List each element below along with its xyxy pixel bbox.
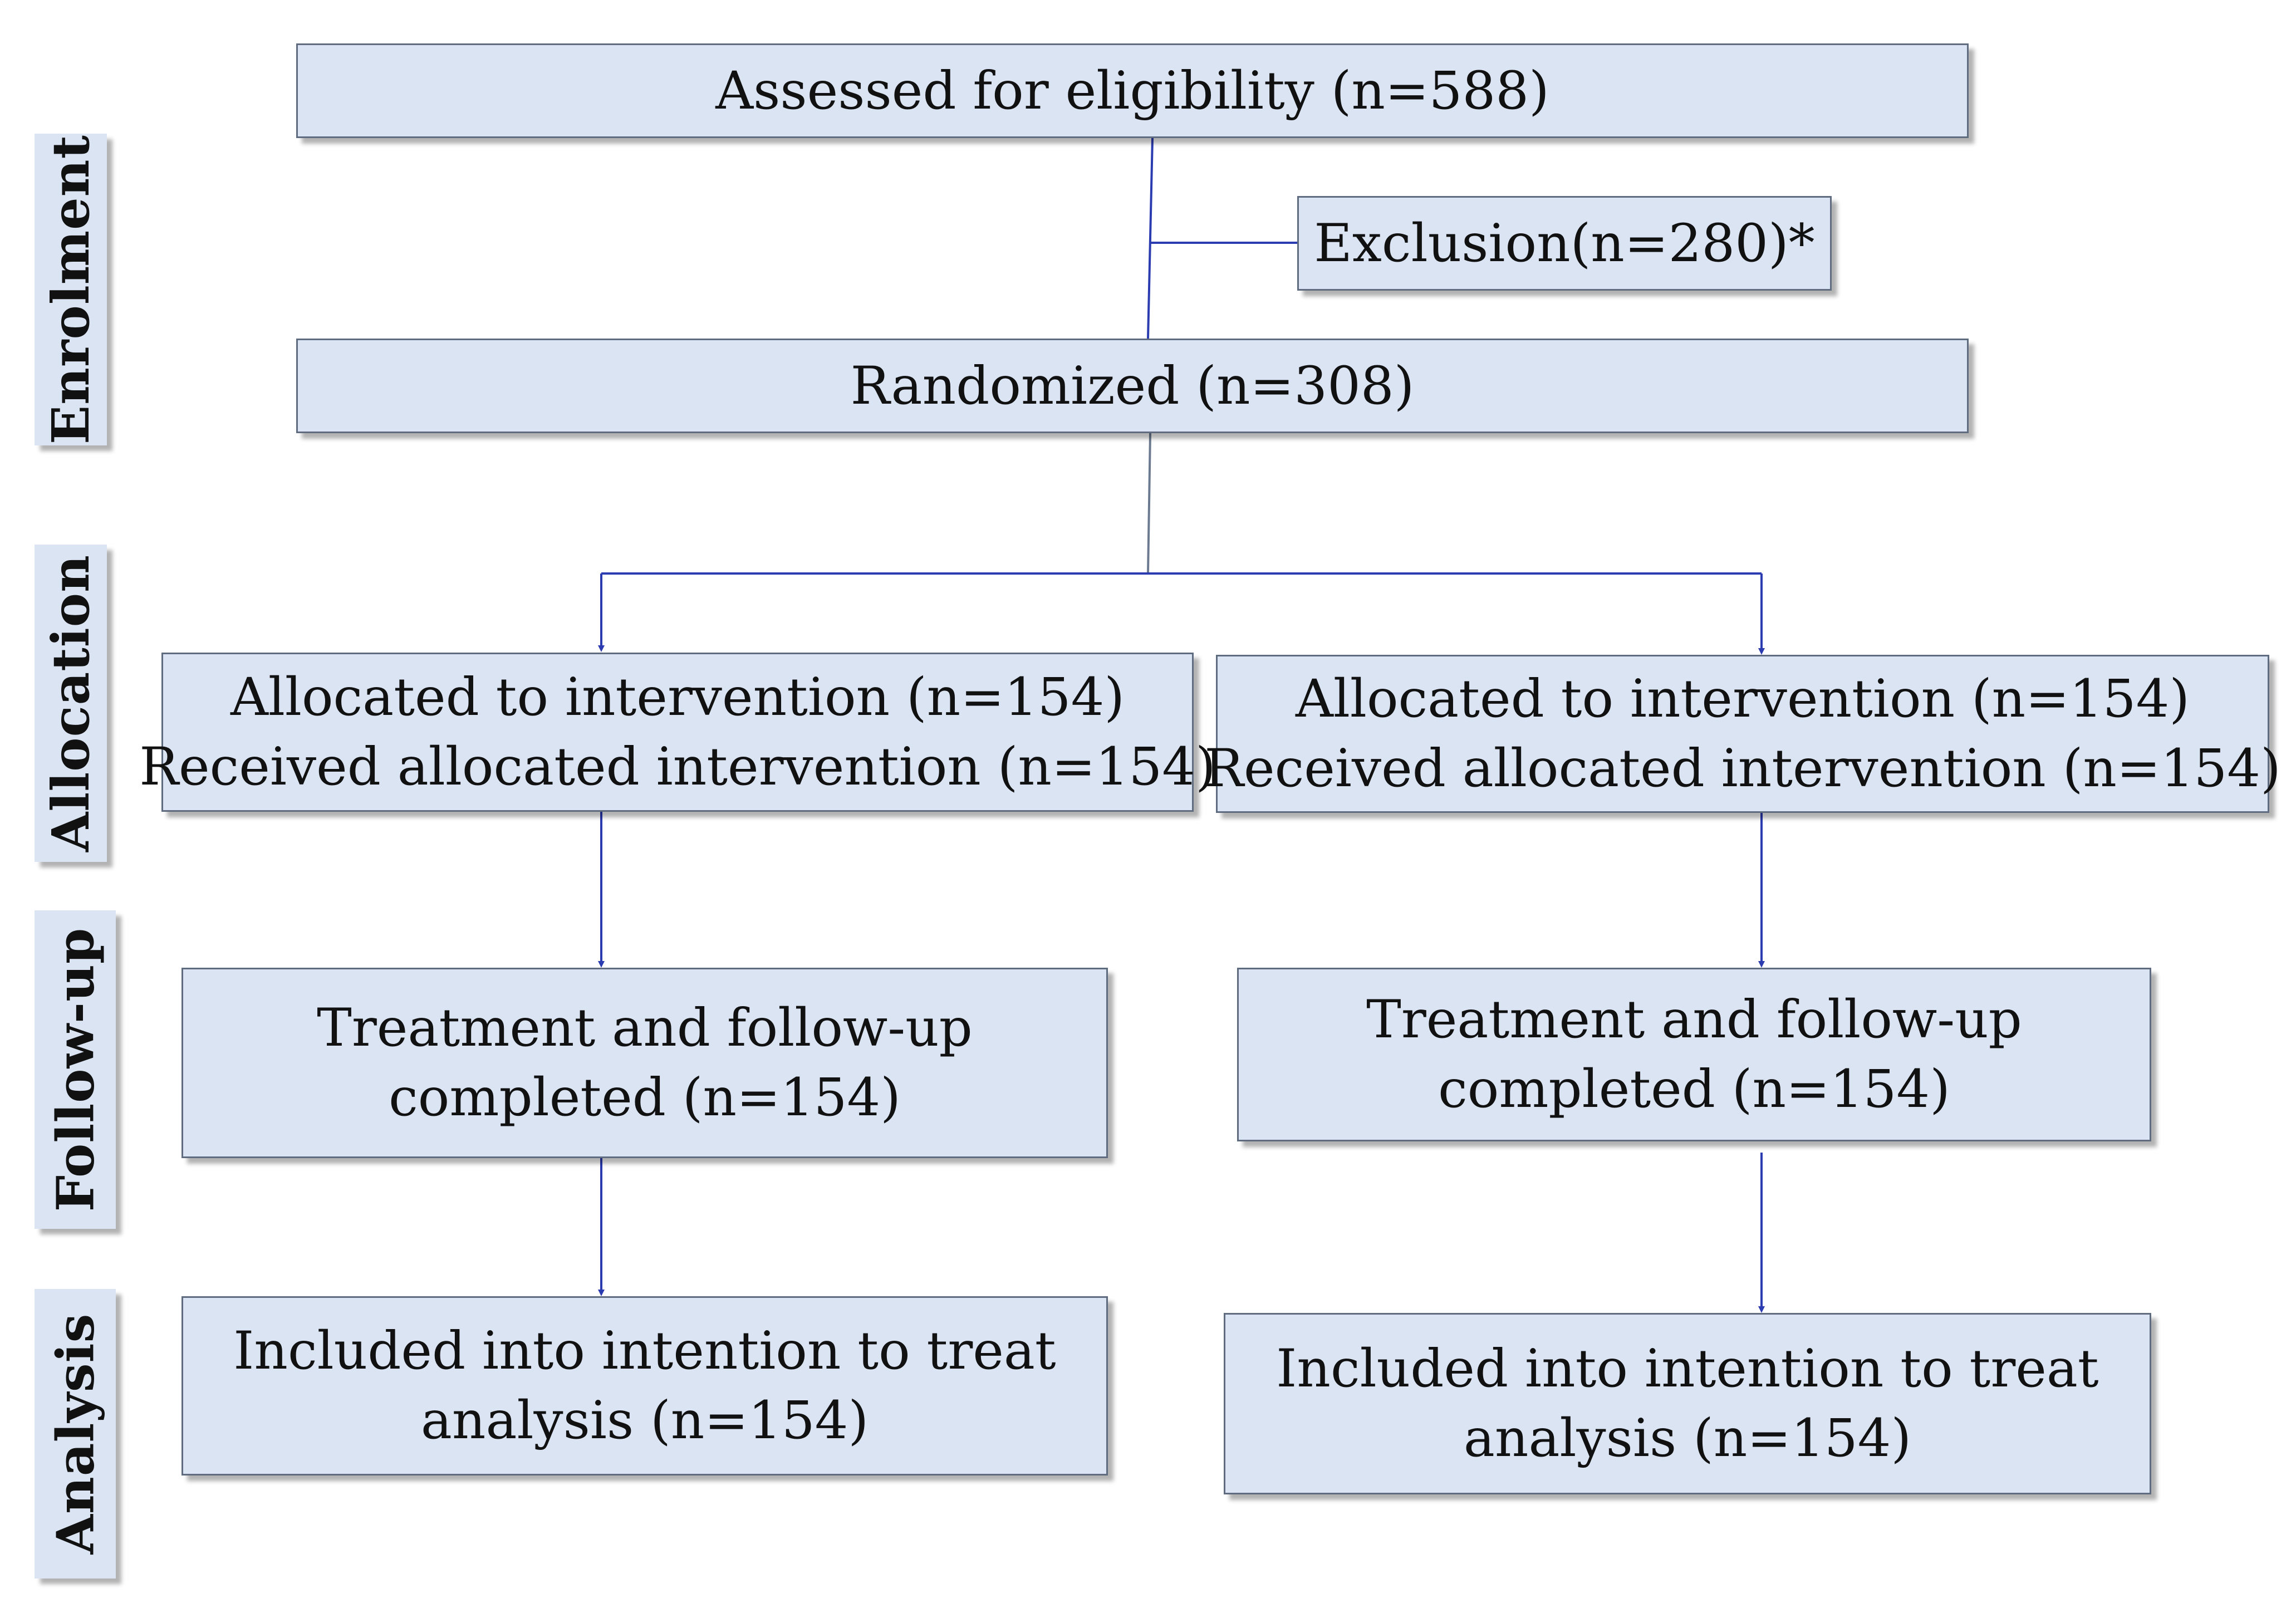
right-followup-line-1: Treatment and follow-up [1366,989,2022,1050]
stage-enrolment-label: Enrolment [41,134,101,445]
stage-analysis-label: Analysis [45,1313,106,1555]
trunk-line-top [1147,138,1154,339]
stage-follow-up: Follow-up [35,910,116,1229]
stage-follow-up-label: Follow-up [45,927,106,1212]
left-followup-line-2: completed (n=154) [389,1067,901,1128]
right-followup-line-2: completed (n=154) [1438,1059,1950,1120]
left-allocation-box: Allocated to intervention (n=154) Receiv… [139,653,1216,812]
exclusion-box: Exclusion(n=280)* [1297,196,1832,291]
stage-allocation-label: Allocation [41,555,101,852]
right-analysis-line-1: Included into intention to treat [1276,1339,2099,1399]
trunk-line-randomized [1147,433,1151,574]
randomized-text: Randomized (n=308) [850,355,1415,416]
left-analysis-box: Included into intention to treat analysi… [181,1296,1108,1476]
left-allocation-line-1: Allocated to intervention (n=154) [230,667,1125,728]
assessed-text: Assessed for eligibility (n=588) [715,60,1549,121]
right-allocation-line-2: Received allocated intervention (n=154) [1204,738,2281,799]
right-allocation-box: Allocated to intervention (n=154) Receiv… [1204,655,2281,813]
left-followup-box: Treatment and follow-up completed (n=154… [181,968,1108,1158]
stage-analysis: Analysis [35,1289,116,1579]
left-analysis-line-2: analysis (n=154) [420,1390,869,1451]
left-allocation-line-2: Received allocated intervention (n=154) [139,737,1216,797]
right-analysis-box: Included into intention to treat analysi… [1224,1313,2151,1494]
randomized-box: Randomized (n=308) [296,339,1969,433]
left-analysis-line-1: Included into intention to treat [233,1321,1056,1381]
stage-enrolment: Enrolment [35,134,107,445]
right-followup-box: Treatment and follow-up completed (n=154… [1237,968,2151,1141]
right-allocation-line-1: Allocated to intervention (n=154) [1295,669,2190,729]
exclusion-text: Exclusion(n=280)* [1314,213,1815,274]
stage-allocation: Allocation [35,545,107,862]
assessed-box: Assessed for eligibility (n=588) [296,43,1969,138]
right-analysis-line-2: analysis (n=154) [1463,1408,1912,1469]
left-followup-line-1: Treatment and follow-up [317,998,973,1058]
